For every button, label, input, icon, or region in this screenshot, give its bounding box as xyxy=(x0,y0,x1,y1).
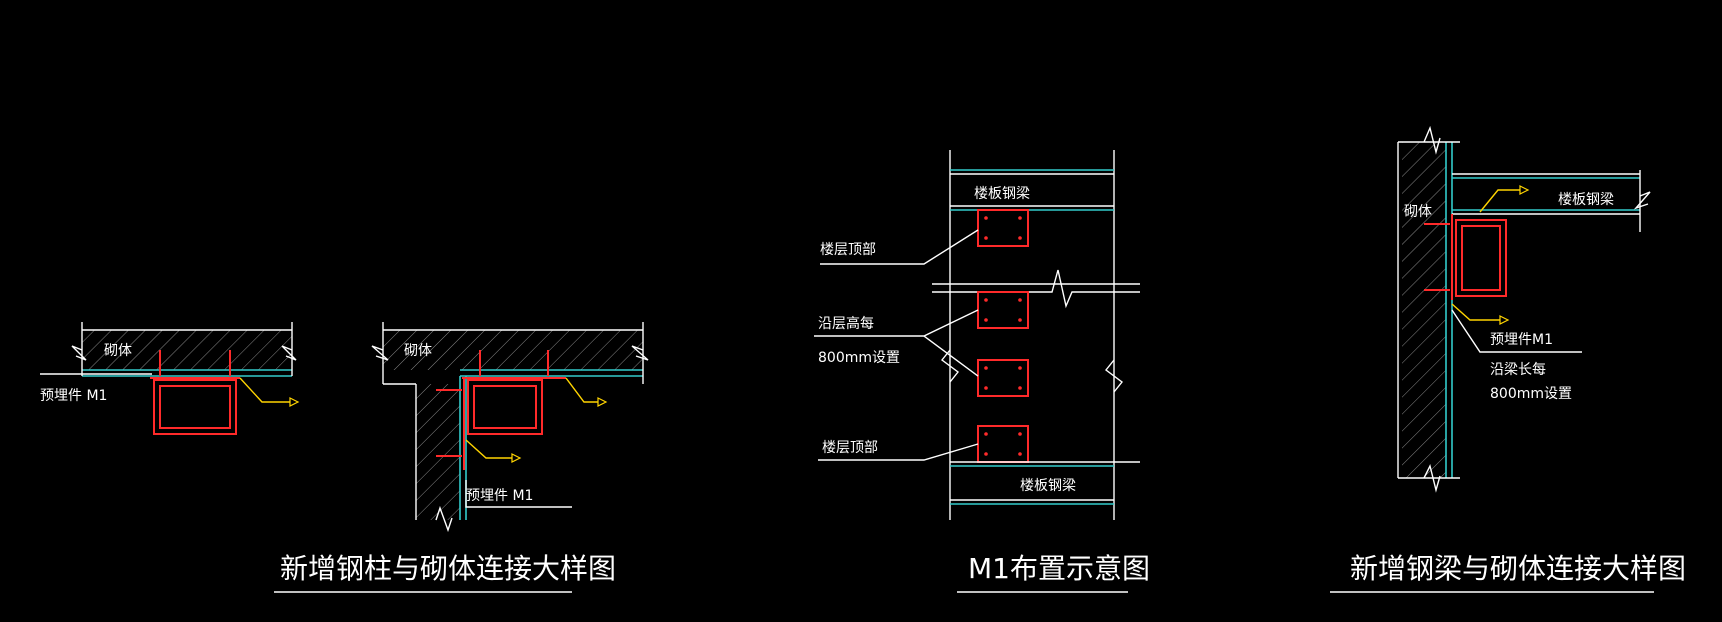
label-floor-bottom: 楼层顶部 xyxy=(822,440,878,456)
masonry-hatch-a xyxy=(82,330,292,370)
m1-plate xyxy=(977,359,1029,397)
label-embed-b: 预埋件 M1 xyxy=(466,488,533,504)
detail-m1-layout: 楼板钢梁 楼板钢梁 xyxy=(814,150,1140,520)
detail-column-masonry-a: 砌体 预埋件 M1 xyxy=(40,322,300,435)
label-along-beam: 沿梁长每 xyxy=(1490,362,1546,378)
steel-beam-section xyxy=(1455,219,1507,297)
detail-column-masonry-b: 砌体 预埋件 M1 xyxy=(371,322,649,533)
title-middle: M1布置示意图 xyxy=(968,552,1150,585)
detail-beam-masonry: 楼板钢梁 砌体 预埋件M1 沿梁长每 800mm设置 xyxy=(1397,125,1651,493)
title-left: 新增钢柱与砌体连接大样图 xyxy=(280,552,616,585)
label-masonry-a: 砌体 xyxy=(104,343,132,359)
masonry-wall-b xyxy=(416,384,460,520)
label-embed-right: 预埋件M1 xyxy=(1490,332,1553,348)
break-mark-a-right xyxy=(281,345,297,361)
masonry-wall-right xyxy=(1402,142,1446,478)
title-right: 新增钢梁与砌体连接大样图 xyxy=(1350,552,1686,585)
m1-plate xyxy=(977,291,1029,329)
label-floor-beam-top: 楼板钢梁 xyxy=(974,186,1030,202)
label-every-800-mid: 800mm设置 xyxy=(818,350,900,366)
label-along-height: 沿层高每 xyxy=(818,315,874,332)
break-mark-a-left xyxy=(71,345,87,361)
label-embed-a: 预埋件 M1 xyxy=(40,388,107,404)
steel-tube-a xyxy=(153,379,237,435)
label-floor-beam-right: 楼板钢梁 xyxy=(1558,192,1614,208)
label-every-800-right: 800mm设置 xyxy=(1490,386,1572,402)
m1-plate xyxy=(977,425,1029,463)
label-floor-top: 楼层顶部 xyxy=(820,242,876,258)
label-floor-beam-bottom: 楼板钢梁 xyxy=(1020,478,1076,494)
label-masonry-b: 砌体 xyxy=(404,343,432,359)
steel-tube-b xyxy=(467,379,543,435)
m1-plate xyxy=(977,209,1029,247)
label-masonry-right: 砌体 xyxy=(1404,204,1432,220)
